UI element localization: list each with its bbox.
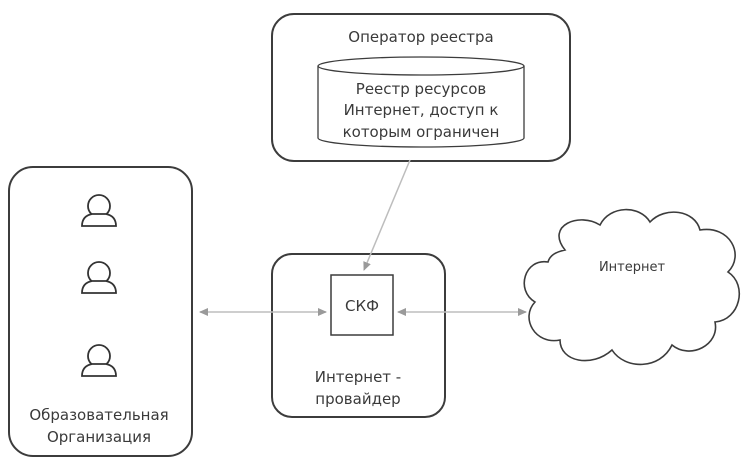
provider-line-2: провайдер xyxy=(315,390,400,408)
user-icon xyxy=(81,344,117,377)
user-icon xyxy=(81,194,117,227)
skf-filter-box: СКФ xyxy=(330,274,394,336)
registry-database: Реестр ресурсов Интернет, доступ к котор… xyxy=(317,56,525,148)
organization-line-1: Образовательная xyxy=(29,406,168,424)
educational-organization-box: Образовательная Организация xyxy=(8,166,193,457)
skf-label: СКФ xyxy=(345,297,379,315)
internet-cloud: Интернет xyxy=(523,208,741,366)
organization-line-2: Организация xyxy=(47,428,151,446)
registry-operator-box: Оператор реестра xyxy=(271,13,571,162)
internet-label: Интернет xyxy=(599,260,666,275)
registry-line-3: которым ограничен xyxy=(343,123,500,141)
registry-line-1: Реестр ресурсов xyxy=(356,80,486,98)
provider-line-1: Интернет - xyxy=(315,368,401,386)
internet-provider-box: Интернет - провайдер xyxy=(271,253,446,418)
registry-line-2: Интернет, доступ к xyxy=(344,101,499,119)
user-icon xyxy=(81,261,117,294)
registry-to-skf-arrow xyxy=(363,159,411,271)
operator-title: Оператор реестра xyxy=(348,28,493,46)
